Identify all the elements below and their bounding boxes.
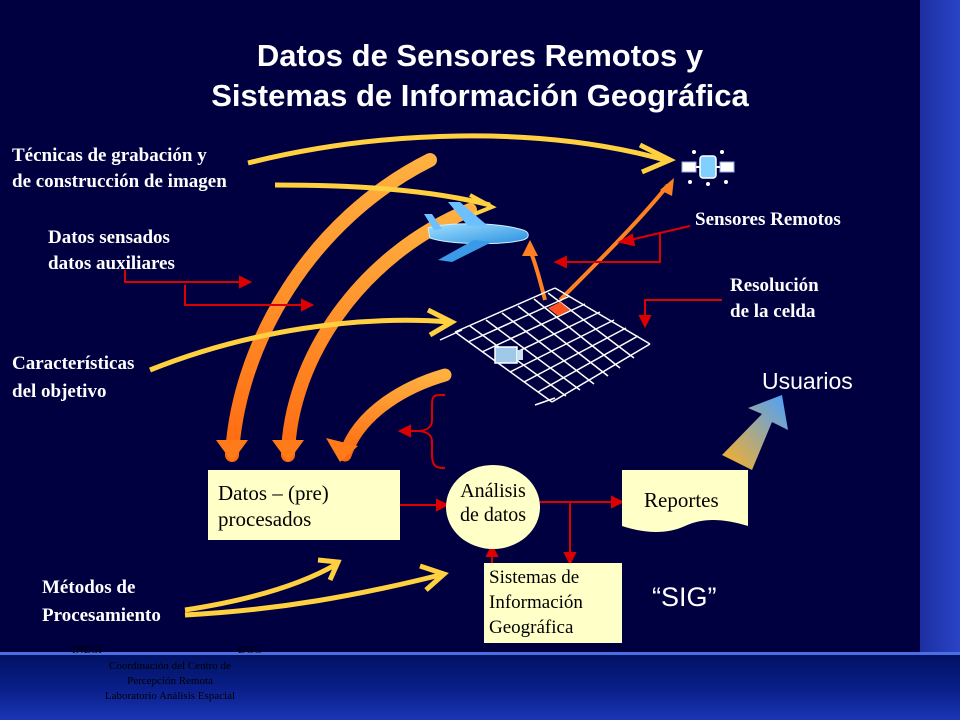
label-sig: “SIG” — [652, 582, 717, 612]
ground-sensor-icon — [494, 346, 523, 364]
footer-line-2: Percepción Remota — [127, 675, 213, 687]
yellow-arrow-tecnicas — [247, 133, 676, 175]
satellite-icon — [681, 150, 735, 186]
sistemas-line-3: Geográfica — [489, 617, 574, 638]
label-caract-2: del objetivo — [12, 381, 107, 402]
box-datos-line-2: procesados — [218, 507, 312, 531]
footer-line-1: Coordinación del Centro de — [109, 660, 231, 672]
footer-line-3: Laboratorio Análisis Espacial — [104, 690, 236, 702]
grid-highlight-cell — [548, 302, 570, 316]
sistemas-line-1: Sistemas de — [489, 567, 580, 588]
orange-arrow-1 — [216, 153, 437, 462]
orange-arrow-3 — [326, 368, 452, 462]
bottom-band — [0, 652, 960, 720]
bottom-rule — [0, 652, 960, 655]
side-band — [920, 0, 960, 720]
red-arrow-datos-2 — [184, 285, 315, 312]
red-arrow-resolucion — [638, 299, 722, 329]
box-datos-line-1: Datos – (pre) — [218, 481, 329, 505]
label-metodos-2: Procesamiento — [42, 605, 161, 626]
yellow-arrow-caract — [149, 307, 458, 373]
airplane-icon — [424, 202, 529, 262]
label-tecnicas-1: Técnicas de grabación y — [12, 145, 207, 166]
orange-arrow-up-1 — [528, 249, 547, 301]
title-line-1: Datos de Sensores Remotos y — [256, 38, 704, 73]
box-reportes-shape — [622, 470, 748, 532]
label-resolucion-1: Resolución — [730, 275, 819, 296]
yellow-arrow-imagen — [274, 182, 497, 217]
box-sistemas: Sistemas de Información Geográfica — [484, 563, 622, 643]
box-datos-procesados: Datos – (pre) procesados — [208, 470, 400, 540]
red-arrow-datos-1 — [124, 270, 253, 289]
label-usuarios: Usuarios — [762, 368, 853, 394]
label-datos-2: datos auxiliares — [48, 253, 175, 274]
sistemas-line-2: Información — [489, 592, 583, 613]
orange-arrow-up-2 — [558, 183, 670, 302]
yellow-arrow-metodos-1 — [184, 557, 342, 613]
red-arrow-analisis-reportes — [540, 495, 625, 509]
label-sensores: Sensores Remotos — [695, 209, 841, 230]
circle-analisis: Análisis de datos — [446, 465, 540, 549]
footer-inegi: INEGI — [72, 644, 102, 656]
label-tecnicas-2: de construcción de imagen — [12, 171, 227, 192]
label-caract-1: Características — [12, 353, 135, 374]
red-arrow-to-sistemas — [563, 502, 577, 566]
box-reportes-label: Reportes — [644, 488, 719, 512]
red-arrow-bracket — [397, 424, 420, 438]
red-arrow-sensores-2 — [553, 232, 661, 269]
analisis-line-2: de datos — [459, 504, 527, 526]
label-resolucion-2: de la celda — [730, 301, 816, 322]
footer-dgg: DGG — [238, 644, 262, 656]
analisis-line-1: Análisis — [460, 480, 526, 502]
red-bracket — [419, 394, 446, 469]
label-metodos-1: Métodos de — [42, 577, 136, 598]
usuarios-arrow — [722, 395, 788, 470]
ground-grid — [439, 287, 651, 406]
red-arrow-datos-analisis — [400, 498, 450, 512]
label-datos-1: Datos sensados — [48, 227, 170, 248]
title-line-2: Sistemas de Información Geográfica — [211, 78, 749, 113]
yellow-arrow-metodos-2 — [184, 563, 449, 618]
